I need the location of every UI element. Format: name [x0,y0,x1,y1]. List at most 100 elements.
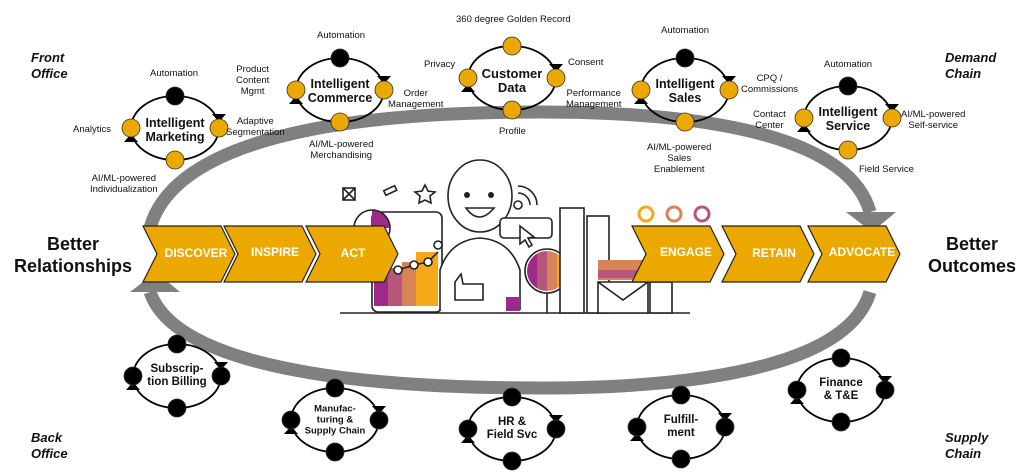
cycle-node [631,80,651,100]
cycle-node [121,118,141,138]
cycle-node [675,48,695,68]
cycle-node [671,385,691,405]
label-product-content: Product Content Mgmt [236,64,269,97]
cycle-node [838,76,858,96]
corner-line: Office [31,446,68,461]
cycle-node [675,112,695,132]
cycle-node [167,398,187,418]
label-order-management: Order Management [388,88,443,110]
journey-chevrons [142,225,901,283]
label-line: Enablement [653,164,705,175]
cycle-node [211,366,231,386]
cycle-arrowhead [549,64,563,72]
cycle-hr-field-svc: HR & Field Svc [487,416,538,442]
corner-front-office: Front Office [31,50,68,82]
cycle-node [209,118,229,138]
cycle-node [719,80,739,100]
cycle-arrowhead [634,96,648,104]
label-line: Contact [753,109,786,120]
stage-engage: ENGAGE [659,245,713,259]
corner-line: Chain [945,446,982,461]
hub-line: tion Billing [147,376,207,388]
title-better-relationships: Better Relationships [2,233,144,277]
label-cpq-commissions: CPQ / Commissions [741,73,798,95]
corner-line: Office [31,66,68,81]
cycle-subscription-billing: Subscrip- tion Billing [147,363,206,389]
back-cycle-ring-1 [281,378,389,462]
cycle-ring-1 [286,48,394,132]
cycle-arrowhead [790,396,804,404]
label-merchandising: AI/ML-powered Merchandising [309,139,373,161]
chevron-inspire [223,225,317,283]
cycle-finance: Finance & T&E [819,377,862,403]
label-line: Order [403,88,428,99]
stage-inspire: INSPIRE [250,245,300,259]
label-line: Merchandising [310,150,373,161]
corner-line: Back [31,430,63,445]
label-line: Product [236,64,270,75]
label-line: Mgmt [240,86,265,97]
cycle-node [627,417,647,437]
cursor-icon [519,224,536,249]
label-line: Sales [667,153,692,164]
hub-line: HR & [497,416,527,428]
hub-line: & T&E [823,390,859,402]
label-privacy: Privacy [424,59,456,70]
cycle-ring-3 [631,48,739,132]
label-line: Performance [566,88,621,99]
label-line: Content [236,75,270,86]
label-consent: Consent [568,57,604,68]
cycle-arrowhead [284,426,298,434]
cycle-node [374,80,394,100]
cycle-node [831,412,851,432]
cycle-arrowhead [885,104,899,112]
cycle-node [325,442,345,462]
label-line: Segmentation [226,127,285,138]
cycle-node [325,378,345,398]
stage-advocate: ADVOCATE [828,245,896,259]
stage-retain: RETAIN [752,246,796,260]
title-line: Better [945,234,998,254]
hub-line: Manufac- [314,403,356,415]
cycle-node [458,419,478,439]
cycle-node [281,410,301,430]
cycle-node [875,380,895,400]
hub-line: Intelligent [310,77,370,91]
cycle-node [502,36,522,56]
cycle-ring-2 [458,36,566,120]
hub-line: Marketing [145,130,205,144]
cycle-node [123,366,143,386]
label-line: CPQ / [756,73,783,84]
cycle-node [794,108,814,128]
wifi-icon [513,185,538,210]
loop-arc-bottom [143,289,877,395]
hub-line: Data [497,80,527,95]
hub-line: Intelligent [145,116,205,130]
hub-line: Finance [819,377,863,389]
cycle-arrowhead [878,376,892,384]
cycle-node [831,348,851,368]
hub-line: ment [667,427,695,439]
cycle-manufacturing: Manufac- turing & Supply Chain [305,404,366,437]
cycle-ring-0 [121,86,229,170]
person-figure [439,159,521,310]
loop-arc-top [143,105,877,230]
hub-line: Field Svc [486,429,538,441]
corner-line: Supply [945,430,989,445]
chevron-act [305,225,399,283]
chevron-engage [631,225,725,283]
label-individualization: AI/ML-powered Individualization [90,173,158,195]
cycle-node [286,80,306,100]
corner-line: Front [31,50,65,65]
book-icon [559,207,585,314]
cycle-node [330,48,350,68]
hub-line: Customer [481,66,543,81]
title-line: Better [46,234,99,254]
donut-icons [637,205,711,223]
cycles [121,36,902,471]
back-cycle-ring-2 [458,387,566,471]
check-badge-icon [506,297,520,311]
label-line: AI/ML-powered [309,139,374,150]
label-performance-management: Performance Management [566,88,621,110]
